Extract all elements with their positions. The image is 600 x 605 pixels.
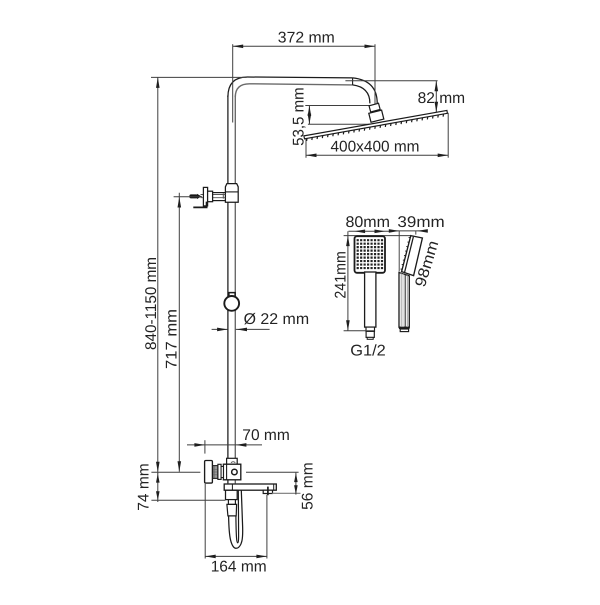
svg-text:G1/2: G1/2 [350,343,386,360]
svg-text:74 mm: 74 mm [136,463,153,511]
svg-text:400x400 mm: 400x400 mm [331,139,420,156]
svg-text:840-1150 mm: 840-1150 mm [143,257,160,350]
svg-text:80mm: 80mm [346,214,391,231]
svg-text:164 mm: 164 mm [211,558,267,575]
svg-text:82 mm: 82 mm [418,90,466,107]
svg-text:70 mm: 70 mm [242,427,290,444]
svg-text:717 mm: 717 mm [164,309,181,369]
svg-text:56 mm: 56 mm [300,462,317,510]
svg-text:Ø 22 mm: Ø 22 mm [244,311,310,328]
svg-text:241mm: 241mm [332,251,349,299]
svg-text:372 mm: 372 mm [278,29,335,46]
svg-text:39mm: 39mm [397,214,444,231]
